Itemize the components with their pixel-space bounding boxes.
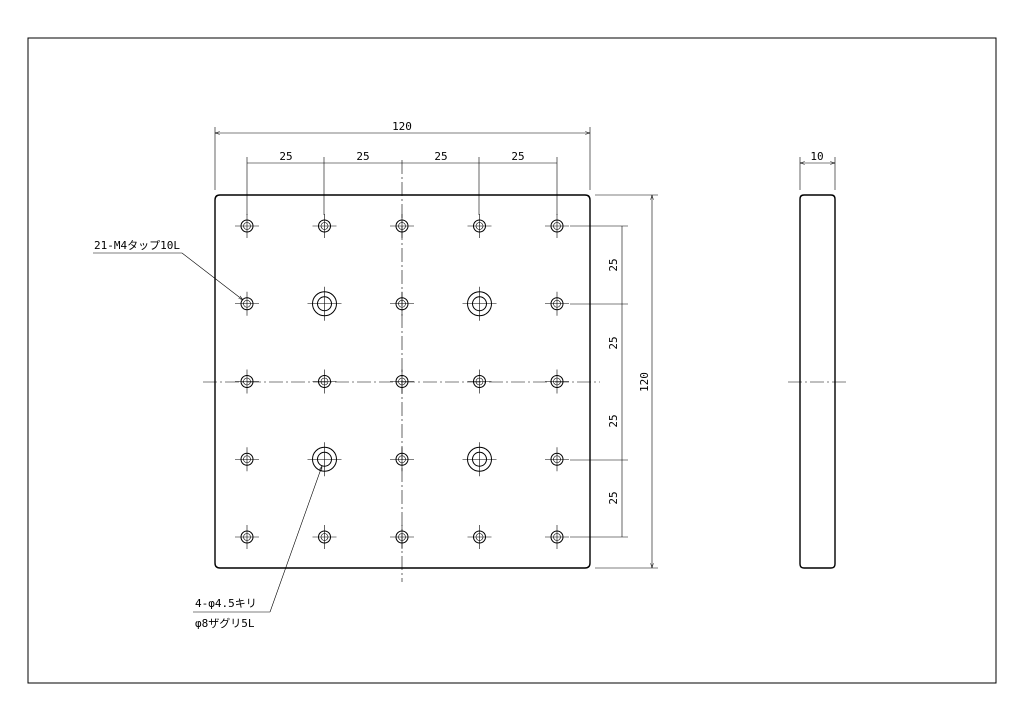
drawing-frame [27,37,997,684]
tapped-hole [467,369,492,394]
tapped-hole [390,525,414,549]
dimension-hole-pitch-horizontal: 25 25 25 25 [246,150,558,215]
tapped-hole [390,291,414,316]
dimension-text: 25 [607,258,620,271]
dimension-text: 25 [279,150,292,163]
tapped-hole [545,525,569,549]
counterbore-hole [462,442,497,477]
tapped-hole [545,447,569,472]
dimension-overall-height: 120 [595,194,658,569]
tapped-hole [312,525,337,549]
dimension-hole-pitch-vertical: 25 25 25 25 [570,225,628,538]
dimension-text: 25 [356,150,369,163]
plate-side-view [799,194,836,569]
tapped-hole [312,369,337,394]
dimension-text: 25 [434,150,447,163]
hole-grid [235,214,569,549]
note-counterbore-holes: 4-φ4.5キリ φ8ザグリ5L [193,466,323,630]
tapped-hole [235,291,259,316]
note-text: 21-M4タップ10L [94,239,180,252]
dimension-text: 25 [607,414,620,427]
tapped-hole [235,447,259,472]
tapped-hole [545,214,569,238]
tapped-hole [467,525,492,549]
dimension-text: 25 [511,150,524,163]
tapped-hole [467,214,492,238]
dimension-text: 10 [810,150,823,163]
dimension-text: 120 [638,372,651,392]
tapped-hole [235,525,259,549]
dimension-overall-width: 120 [214,120,591,190]
dimension-text: 25 [607,491,620,504]
note-text: 4-φ4.5キリ [195,597,257,610]
dimension-text: 120 [392,120,412,133]
note-tapped-holes: 21-M4タップ10L [93,239,243,300]
tapped-hole [545,291,569,316]
counterbore-hole [307,442,342,477]
counterbore-hole [307,286,342,321]
plate-front-view [214,194,591,569]
tapped-hole [390,369,414,394]
dimension-thickness: 10 [799,150,836,190]
tapped-hole [390,447,414,472]
tapped-hole [235,369,259,394]
dimension-text: 25 [607,336,620,349]
tapped-hole [235,214,259,238]
note-text: φ8ザグリ5L [195,616,255,630]
tapped-hole [312,214,337,238]
counterbore-hole [462,286,497,321]
tapped-hole [545,369,569,394]
tapped-hole [390,214,414,238]
